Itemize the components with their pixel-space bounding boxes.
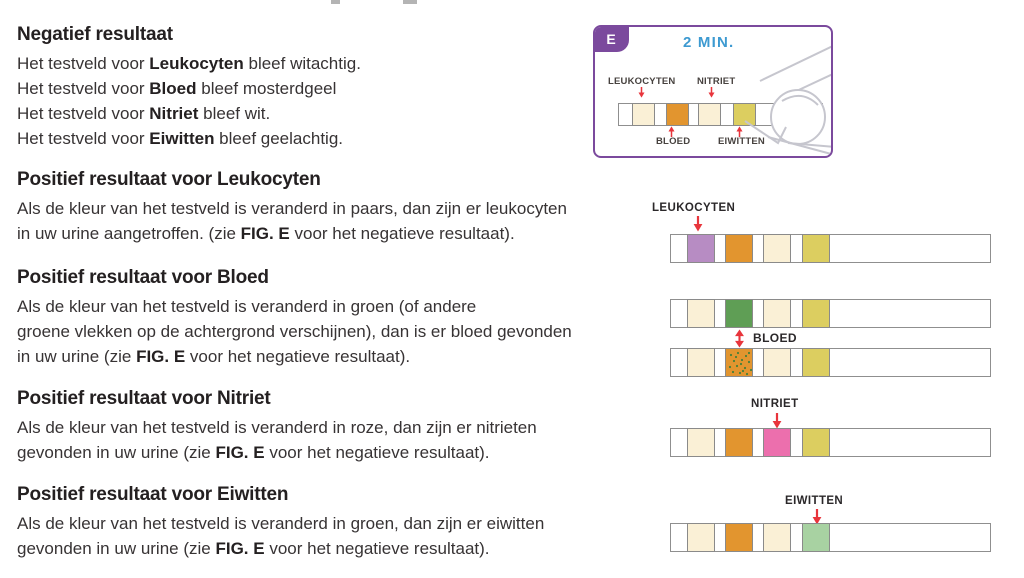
red-down-arrow-icon bbox=[772, 413, 782, 429]
fig-e-box: E 2 MIN. LEUKOCYTEN NITRIET BLOED EIWITT… bbox=[593, 25, 833, 158]
test-pad-cream bbox=[698, 103, 721, 126]
test-pad-pink bbox=[763, 428, 791, 457]
red-down-arrow-icon bbox=[812, 509, 822, 525]
green-speckles bbox=[728, 351, 753, 376]
test-pad-cream bbox=[687, 428, 715, 457]
test-pad-cream bbox=[632, 103, 655, 126]
text-line: Het testveld voor Eiwitten bleef geelach… bbox=[17, 129, 343, 148]
test-pad-orange bbox=[666, 103, 689, 126]
red-up-arrow-icon bbox=[668, 126, 675, 137]
text-line: Als de kleur van het testveld is verande… bbox=[17, 297, 477, 316]
section-heading: Positief resultaat voor Eiwitten bbox=[17, 484, 289, 505]
section-positief-eiwitten: Positief resultaat voor Eiwitten Als de … bbox=[17, 484, 544, 561]
cropped-text-remnant bbox=[331, 0, 340, 4]
section-positief-leukocyten: Positief resultaat voor Leukocyten Als d… bbox=[17, 169, 567, 246]
text-line: gevonden in uw urine (zie FIG. E voor he… bbox=[17, 443, 490, 462]
red-double-arrow-icon bbox=[734, 329, 745, 348]
section-heading: Positief resultaat voor Bloed bbox=[17, 267, 269, 288]
test-strip-bloed-speckled bbox=[670, 348, 991, 377]
fig-e-tab-label: E bbox=[606, 30, 616, 47]
text-line: Het testveld voor Leukocyten bleef witac… bbox=[17, 54, 361, 73]
section-body: Als de kleur van het testveld is verande… bbox=[17, 196, 567, 246]
section-heading: Positief resultaat voor Nitriet bbox=[17, 388, 271, 409]
section-body: Als de kleur van het testveld is verande… bbox=[17, 294, 572, 369]
red-down-arrow-icon bbox=[693, 216, 703, 232]
red-down-arrow-icon bbox=[638, 87, 645, 98]
text-line: Als de kleur van het testveld is verande… bbox=[17, 199, 567, 218]
test-pad-cream bbox=[763, 523, 791, 552]
section-body: Als de kleur van het testveld is verande… bbox=[17, 415, 537, 465]
test-pad-olive bbox=[802, 234, 830, 263]
test-pad-speckled bbox=[725, 348, 753, 377]
fig-label-leukocyten: LEUKOCYTEN bbox=[608, 76, 676, 87]
section-body: Als de kleur van het testveld is verande… bbox=[17, 511, 544, 561]
test-strip-bloed-positive bbox=[670, 299, 991, 328]
test-pad-cream bbox=[687, 523, 715, 552]
text-line: Het testveld voor Nitriet bleef wit. bbox=[17, 104, 271, 123]
text-line: gevonden in uw urine (zie FIG. E voor he… bbox=[17, 539, 490, 558]
text-line: groene vlekken op de achtergrond verschi… bbox=[17, 322, 572, 341]
test-pad-olive bbox=[733, 103, 756, 126]
section-body: Het testveld voor Leukocyten bleef witac… bbox=[17, 51, 361, 151]
test-pad-lightgreen bbox=[802, 523, 830, 552]
fig-label-nitriet: NITRIET bbox=[697, 76, 736, 87]
test-pad-orange bbox=[725, 234, 753, 263]
text-line: Het testveld voor Bloed bleef mosterdgee… bbox=[17, 79, 337, 98]
test-pad-cream bbox=[687, 348, 715, 377]
strip-label-nitriet: NITRIET bbox=[751, 398, 799, 410]
test-pad-orange bbox=[725, 428, 753, 457]
fig-label-eiwitten: EIWITTEN bbox=[718, 136, 765, 147]
test-pad-orange bbox=[725, 523, 753, 552]
text-line: Als de kleur van het testveld is verande… bbox=[17, 418, 537, 437]
red-down-arrow-icon bbox=[708, 87, 715, 98]
cropped-text-remnant bbox=[403, 0, 417, 4]
test-strip-eiwitten bbox=[670, 523, 991, 552]
text-line: in uw urine aangetroffen. (zie FIG. E vo… bbox=[17, 224, 515, 243]
fig-label-bloed: BLOED bbox=[656, 136, 691, 147]
strip-label-bloed: BLOED bbox=[753, 331, 797, 345]
test-pad-cream bbox=[763, 234, 791, 263]
test-pad-olive bbox=[802, 348, 830, 377]
red-up-arrow-icon bbox=[736, 126, 743, 137]
test-pad-green bbox=[725, 299, 753, 328]
strip-label-eiwitten: EIWITTEN bbox=[785, 495, 844, 507]
strip-label-leukocyten: LEUKOCYTEN bbox=[652, 202, 736, 214]
section-positief-bloed: Positief resultaat voor Bloed Als de kle… bbox=[17, 267, 572, 369]
test-strip-leukocyten bbox=[670, 234, 991, 263]
section-positief-nitriet: Positief resultaat voor Nitriet Als de k… bbox=[17, 388, 537, 465]
fig-e-tab: E bbox=[595, 27, 629, 52]
timer-text: 2 MIN. bbox=[683, 34, 735, 51]
test-pad-cream bbox=[687, 299, 715, 328]
test-pad-olive bbox=[802, 428, 830, 457]
text-line: Als de kleur van het testveld is verande… bbox=[17, 514, 545, 533]
section-heading: Negatief resultaat bbox=[17, 24, 173, 45]
section-negatief-resultaat: Negatief resultaat Het testveld voor Leu… bbox=[17, 24, 361, 151]
test-pad-purple bbox=[687, 234, 715, 263]
test-pad-olive bbox=[802, 299, 830, 328]
section-heading: Positief resultaat voor Leukocyten bbox=[17, 169, 321, 190]
test-pad-cream bbox=[763, 299, 791, 328]
text-line: in uw urine (zie FIG. E voor het negatie… bbox=[17, 347, 411, 366]
hand-illustration bbox=[740, 33, 831, 156]
test-pad-cream bbox=[763, 348, 791, 377]
test-strip-nitriet bbox=[670, 428, 991, 457]
